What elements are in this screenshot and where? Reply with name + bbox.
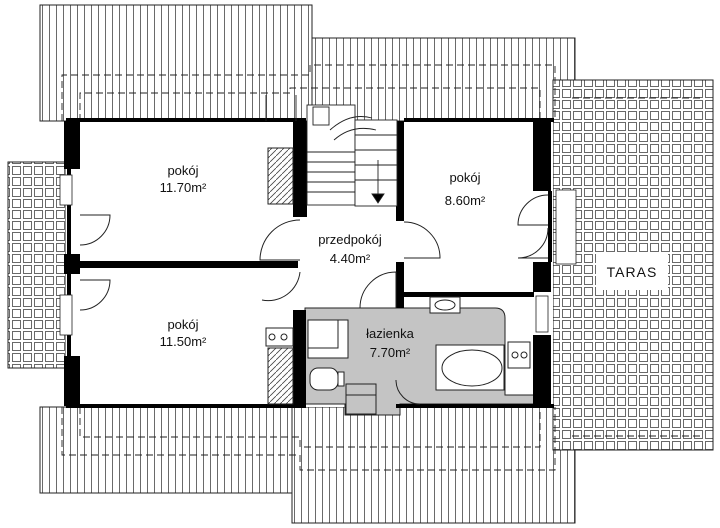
room-area-label: 8.60m²	[445, 193, 486, 208]
windows	[59, 174, 577, 336]
room-area-label: 7.70m²	[370, 345, 411, 360]
terrace-label: TARAS	[607, 264, 658, 280]
room-area-label: 4.40m²	[330, 251, 371, 266]
bathroom-fixtures	[307, 296, 531, 415]
roof-bottom	[39, 406, 576, 524]
room-name-label: łazienka	[366, 326, 414, 341]
door-arcs	[79, 194, 549, 405]
room-name-label: przedpokój	[318, 232, 382, 247]
room-labels: pokój 11.70m² pokój 11.50m² pokój 8.60m²…	[160, 163, 486, 360]
balcony-left	[7, 161, 67, 369]
room-area-label: 11.50m²	[160, 334, 207, 349]
room-area-label: 11.70m²	[160, 180, 207, 195]
room-name-label: pokój	[449, 170, 480, 185]
roof-outline-dashes	[61, 64, 700, 471]
terrace: TARAS	[552, 79, 714, 451]
roof-top	[39, 4, 576, 122]
room-name-label: pokój	[167, 163, 198, 178]
ventilation-shafts	[265, 147, 294, 405]
walls	[64, 118, 554, 408]
staircase	[265, 95, 398, 207]
room-name-label: pokój	[167, 317, 198, 332]
